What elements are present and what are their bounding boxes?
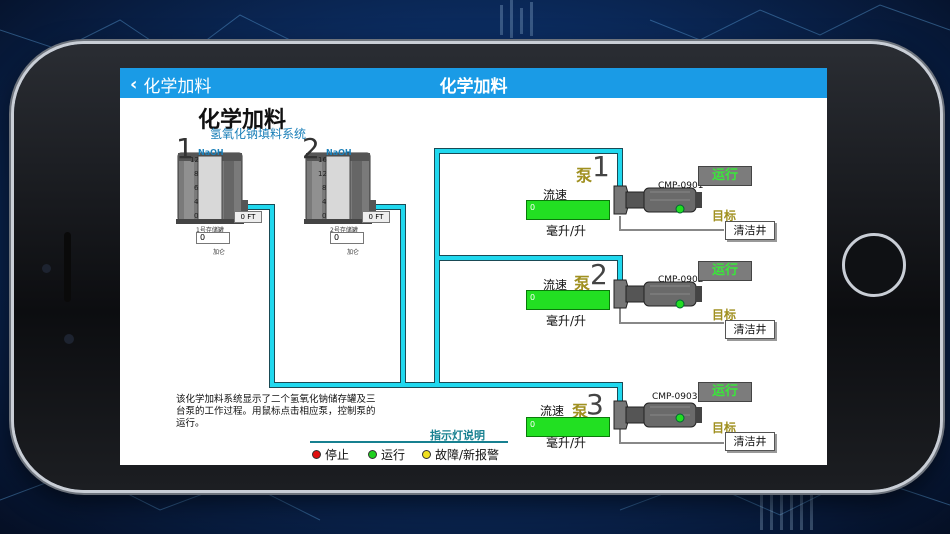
pump-1-flow-label: 流速 [543,188,568,202]
tank-1-caption: 加仑 [213,249,226,256]
tank-1-name: 1号存储罐 [196,227,224,234]
pump-2-status-button[interactable]: 运行 [698,261,752,281]
pump-2-target-label: 目标 [712,308,737,322]
chevron-left-icon: ‹ [130,74,138,95]
phone-side-slot [64,232,71,302]
pump-3-label: 泵 [572,402,589,421]
pump-2-unit: 毫升/升 [546,314,587,328]
tank-1-graphic [176,152,248,224]
tank-2-tick: 12 [318,170,327,178]
home-button[interactable] [842,233,906,297]
legend-title: 指示灯说明 [430,429,485,442]
tank-1-tick: 4 [194,198,199,206]
pump-1-code: CMP-0901 [658,181,704,191]
pump-1-target-label: 目标 [712,209,737,223]
pump-1-destination[interactable]: 清洁井 [725,221,775,240]
tank-2-graphic [304,152,376,224]
app-screen: ‹ 化学加料 化学加料 [120,68,827,465]
pump-1-status-button[interactable]: 运行 [698,166,752,186]
pump-2-graphic [613,279,702,309]
back-button[interactable]: ‹ 化学加料 [130,72,211,97]
pump-1-flow-value: 0 [526,200,610,220]
pump-3-unit: 毫升/升 [546,436,587,450]
tank-1-tick: 8 [194,170,199,178]
green-indicator-icon [368,450,377,459]
legend-item-label: 运行 [381,448,406,462]
yellow-indicator-icon [422,450,431,459]
tank-2-number: 2 [302,132,320,165]
tank-1-input[interactable]: 0 [196,232,230,244]
nav-bar: ‹ 化学加料 化学加料 [120,68,827,98]
process-diagram [176,148,724,444]
pump-3-target-label: 目标 [712,421,737,435]
pump-3-flow-label: 流速 [540,404,565,418]
legend-item-stop: 停止 [312,446,349,463]
back-label: 化学加料 [143,77,212,97]
tank-1-chem: NaOH [198,148,224,157]
camera-dot [42,264,51,273]
red-indicator-icon [312,450,321,459]
pump-1-number: 1 [592,150,610,183]
tank-2-tick: 8 [322,184,327,192]
tank-2-tick: 4 [322,198,327,206]
pump-3-number: 3 [586,388,604,421]
pump-3-status-button[interactable]: 运行 [698,382,752,402]
pump-2-label: 泵 [574,274,591,293]
tank-1-number: 1 [176,132,194,165]
pump-2-destination[interactable]: 清洁井 [725,320,775,339]
tank-2-ft-readout: 0 FT [362,211,390,223]
tank-2-chem: NaOH [326,148,352,157]
nav-title: 化学加料 [439,77,508,97]
page-subtitle: 氢氧化钠填料系统 [210,127,307,141]
pump-1-unit: 毫升/升 [546,224,587,238]
legend-divider [310,441,508,443]
tank-1-tick: 6 [194,184,199,192]
tank-2-input[interactable]: 0 [330,232,364,244]
legend-item-label: 停止 [325,448,350,462]
pump-3-flow-value: 0 [526,417,610,437]
legend-item-run: 运行 [368,446,405,463]
pump-2-number: 2 [590,258,608,291]
pump-1-label: 泵 [576,166,593,185]
tank-2-caption: 加仑 [347,249,360,256]
sensor-dot [64,334,74,344]
pump-2-flow-value: 0 [526,290,610,310]
pump-3-graphic [613,400,702,430]
pump-3-code: CMP-0903 [652,392,698,402]
legend-item-fault: 故障/新报警 [422,446,499,463]
page-title: 化学加料 [198,108,287,133]
system-description: 该化学加料系统显示了二个氢氧化钠储存罐及三台泵的工作过程。用鼠标点击相应泵，控制… [176,394,376,429]
tank-1-tick: 0 [194,212,199,220]
tank-1-ft-readout: 0 FT [234,211,262,223]
tank-1-tick: 12 [190,156,199,164]
pump-3-destination[interactable]: 清洁井 [725,432,775,451]
tank-2-tick: 16 [318,156,327,164]
pump-1-graphic [613,185,702,215]
legend-item-label: 故障/新报警 [435,448,500,462]
tank-2-name: 2号存储罐 [330,227,358,234]
pump-2-code: CMP-0902 [658,275,704,285]
pump-2-flow-label: 流速 [543,278,568,292]
tank-2-tick: 0 [322,212,327,220]
